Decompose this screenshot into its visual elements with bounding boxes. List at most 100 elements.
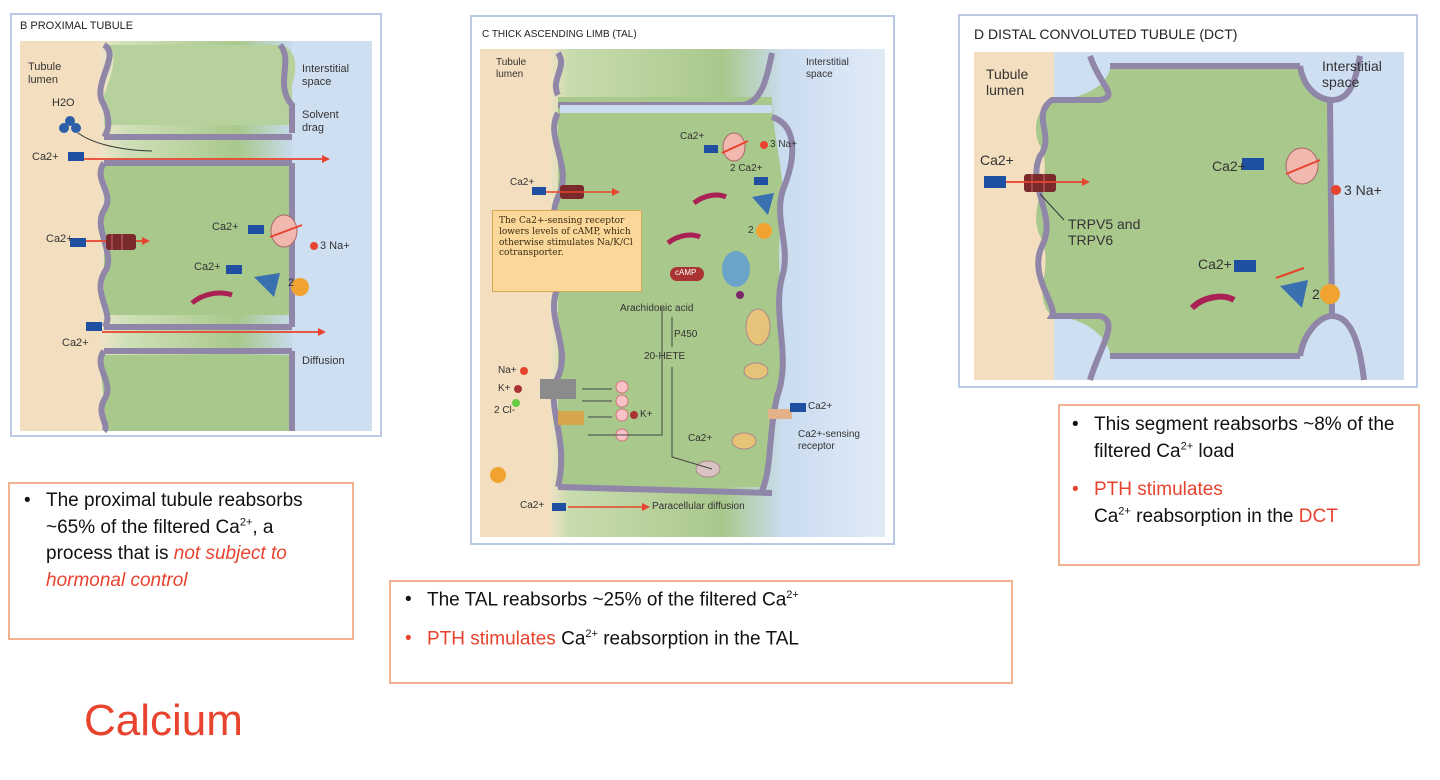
- na-ca-exchanger-icon: [1285, 147, 1321, 185]
- dct-abbrev-text: DCT: [1298, 505, 1338, 527]
- dct-diagram: [974, 52, 1404, 381]
- water-molecule-icon: [59, 116, 81, 133]
- proximal-note-box: •The proximal tubule reabsorbs ~65% of t…: [8, 482, 354, 640]
- calcium-channel-icon: [106, 234, 136, 250]
- superscript: 2+: [585, 628, 598, 641]
- lumen-label: Tubule lumen: [496, 57, 527, 80]
- lumen-label: Tubule lumen: [28, 61, 62, 86]
- superscript: 2+: [239, 516, 253, 529]
- solvent-drag-label: Solvent drag: [302, 109, 339, 134]
- ca-ion-icon: [86, 322, 102, 331]
- paracellular-label: Paracellular diffusion: [652, 501, 745, 512]
- panel-distal-convoluted-tubule: D DISTAL CONVOLUTED TUBULE (DCT) Tubule …: [958, 14, 1418, 388]
- ca-ion-icon: [68, 152, 84, 161]
- potassium-label: K+: [640, 409, 653, 420]
- ca-label: Ca2+: [510, 177, 535, 188]
- proximal-note-item: •The proximal tubule reabsorbs ~65% of t…: [24, 490, 303, 591]
- pth-text: PTH stimulates: [427, 628, 556, 650]
- dct-note-text: reabsorption in the: [1130, 505, 1299, 527]
- ca-label: Ca2+: [194, 261, 221, 273]
- superscript: 2+: [1180, 440, 1194, 453]
- camp-label: cAMP: [675, 268, 697, 277]
- calbindin-icon: [1189, 293, 1236, 311]
- calbindin-icon: [692, 192, 728, 206]
- sodium-ion-icon: [1331, 185, 1341, 195]
- apical-membrane: [97, 42, 295, 434]
- dct-note-text: Ca: [1094, 505, 1119, 527]
- tal-note-item: •PTH stimulates Ca2+ reabsorption in the…: [405, 628, 799, 650]
- sodium-ion-icon: [760, 141, 768, 149]
- cell-membrane: [1033, 54, 1367, 381]
- camp-callout: The Ca2+-sensing receptor lowers levels …: [492, 210, 642, 292]
- trpv-label: TRPV5 and TRPV6: [1068, 216, 1141, 249]
- ca-label: Ca2+: [680, 131, 705, 142]
- ca-atpase-pump-icon: [752, 193, 774, 215]
- interstitial-label: Interstitial space: [302, 63, 350, 88]
- p450-label: P450: [674, 329, 698, 340]
- ca-label: Ca2+: [212, 221, 239, 233]
- ca-ion-icon: [248, 225, 264, 234]
- ca-label: Ca2+: [46, 233, 73, 245]
- panel-title: D DISTAL CONVOLUTED TUBULE (DCT): [974, 26, 1238, 42]
- ca-ion-icon: [1242, 158, 1264, 170]
- hete-label: 20-HETE: [644, 351, 686, 362]
- proximal-note-text: , a process that is: [46, 516, 274, 565]
- water-label: H2O: [52, 97, 75, 109]
- sodium-ion-icon: [310, 242, 318, 250]
- pth-text: PTH stimulates: [1094, 479, 1223, 501]
- sodium-label: 3 Na+: [320, 240, 350, 252]
- lumen-label: Tubule lumen: [986, 66, 1029, 99]
- pump-label: 2: [288, 277, 295, 289]
- ca-label: Ca2+: [520, 500, 545, 511]
- enzyme-icon: [745, 308, 771, 346]
- ca-label: Ca2+: [808, 401, 833, 412]
- camp-badge-icon: [670, 267, 704, 281]
- ca-label: Ca2+: [1212, 158, 1246, 174]
- ca-ion-icon: [1234, 260, 1256, 272]
- ca-label: Ca2+: [62, 337, 89, 349]
- superscript: 2+: [1118, 505, 1131, 518]
- trpv-channel-icon: [1024, 174, 1056, 192]
- dct-note-item: •This segment reabsorbs ~8% of the filte…: [1072, 414, 1395, 462]
- tal-note-item: •The TAL reabsorbs ~25% of the filtered …: [405, 589, 799, 611]
- sodium-label: 3 Na+: [770, 139, 797, 150]
- nkcc2-icon: [540, 379, 576, 399]
- ca-label: Ca2+: [980, 152, 1014, 168]
- chloride-label: 2 Cl-: [494, 405, 516, 416]
- ca-sensing-label: Ca2+-sensing receptor: [798, 429, 860, 452]
- ca-label: Ca2+: [32, 151, 59, 163]
- interstitial-label: Interstitial space: [1322, 58, 1382, 91]
- ca-label: 2 Ca2+: [730, 163, 763, 174]
- dct-note-box: •This segment reabsorbs ~8% of the filte…: [1058, 404, 1420, 566]
- interstitial-label: Interstitial space: [806, 57, 849, 80]
- ca-ion-icon: [984, 176, 1006, 188]
- ca-label: Ca2+: [1198, 256, 1232, 272]
- ca-ion-icon: [70, 238, 86, 247]
- proximal-note-text: The proximal tubule reabsorbs ~65% of th…: [46, 490, 303, 538]
- sodium-label: Na+: [498, 365, 517, 376]
- calbindin-icon: [666, 232, 702, 246]
- tal-note-text: The TAL reabsorbs ~25% of the filtered C…: [427, 589, 787, 611]
- pump-label: 2: [748, 225, 754, 236]
- ca-ion-icon: [552, 503, 566, 511]
- superscript: 2+: [786, 589, 799, 601]
- panel-thick-ascending-limb: C THICK ASCENDING LIMB (TAL) Tubule lume…: [470, 15, 895, 545]
- calbindin-icon: [190, 290, 233, 305]
- tal-note-text: Ca: [555, 628, 586, 650]
- dct-note-text: This segment reabsorbs ~8% of the filter…: [1094, 414, 1395, 462]
- potassium-label: K+: [498, 383, 511, 394]
- panel-proximal-tubule: B PROXIMAL TUBULE Tubule lumen Interstit…: [10, 13, 382, 437]
- hormonal-control-text: not subject to hormonal control: [46, 543, 287, 591]
- sodium-label: 3 Na+: [1344, 182, 1382, 198]
- tal-note-box: •The TAL reabsorbs ~25% of the filtered …: [389, 580, 1013, 684]
- proximal-tubule-diagram: [20, 41, 372, 434]
- dct-note-text: load: [1193, 440, 1235, 462]
- ca-ion-icon: [532, 187, 546, 195]
- panel-title: C THICK ASCENDING LIMB (TAL): [482, 29, 637, 40]
- page-heading: Calcium: [84, 696, 243, 745]
- ca-ion-icon: [790, 403, 806, 412]
- ca-sensing-receptor-icon: [768, 409, 792, 419]
- na-ca-exchanger-icon: [269, 214, 303, 248]
- ca-atpase-pump-icon: [1280, 280, 1308, 308]
- ca-ion-icon: [226, 265, 242, 274]
